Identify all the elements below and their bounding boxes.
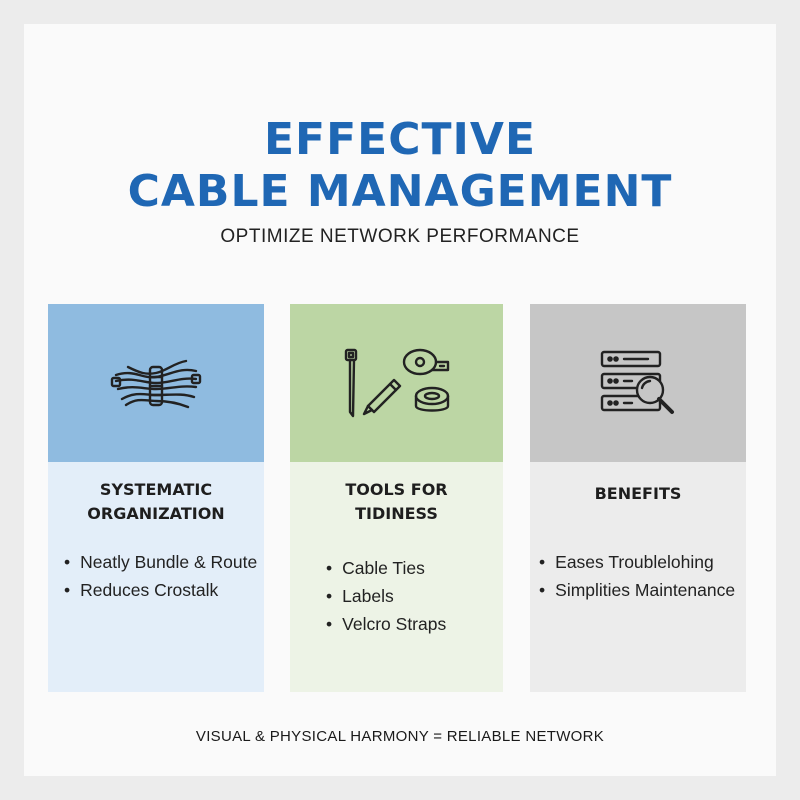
title-line-1: EFFECTIVE — [263, 114, 536, 165]
card-title-line-1: BENEFITS — [594, 484, 682, 503]
server-search-icon — [598, 348, 678, 418]
card-header — [48, 304, 264, 462]
page-title: EFFECTIVE CABLE MANAGEMENT — [0, 114, 800, 218]
card-body: BENEFITS Eases Troublelohing Simplities … — [530, 462, 746, 692]
cable-bundle-icon — [108, 353, 204, 413]
list-item: Neatly Bundle & Route — [64, 548, 257, 576]
card-title: TOOLS FOR TIDINESS — [290, 478, 503, 526]
card-title-line-2: TIDINESS — [355, 504, 438, 523]
footer-tagline: VISUAL & PHYSICAL HARMONY = RELIABLE NET… — [195, 728, 605, 745]
card-body: SYSTEMATIC ORGANIZATION Neatly Bundle & … — [48, 462, 264, 692]
tools-icon — [342, 348, 452, 418]
card-header — [530, 304, 746, 462]
card-systematic-organization: SYSTEMATIC ORGANIZATION Neatly Bundle & … — [48, 304, 264, 692]
card-title-line-1: TOOLS FOR — [345, 480, 448, 499]
bullet-list: Neatly Bundle & Route Reduces Crostalk — [64, 548, 257, 604]
list-item: Simplities Maintenance — [539, 576, 735, 604]
bullet-list: Eases Troublelohing Simplities Maintenan… — [539, 548, 735, 604]
list-item: Cable Ties — [326, 554, 446, 582]
list-item: Labels — [326, 582, 446, 610]
card-header — [290, 304, 503, 462]
card-title-line-1: SYSTEMATIC — [99, 480, 213, 499]
card-title: BENEFITS — [530, 482, 746, 506]
list-item: Reduces Crostalk — [64, 576, 257, 604]
bullet-list: Cable Ties Labels Velcro Straps — [326, 554, 446, 638]
card-tools-for-tidiness: TOOLS FOR TIDINESS Cable Ties Labels Vel… — [290, 304, 503, 692]
card-body: TOOLS FOR TIDINESS Cable Ties Labels Vel… — [290, 462, 503, 692]
card-title-line-2: ORGANIZATION — [87, 504, 225, 523]
card-title: SYSTEMATIC ORGANIZATION — [48, 478, 264, 526]
list-item: Eases Troublelohing — [539, 548, 735, 576]
title-line-2: CABLE MANAGEMENT — [127, 166, 673, 217]
card-benefits: BENEFITS Eases Troublelohing Simplities … — [530, 304, 746, 692]
list-item: Velcro Straps — [326, 610, 446, 638]
page-subtitle: OPTIMIZE NETWORK PERFORMANCE — [220, 226, 580, 247]
